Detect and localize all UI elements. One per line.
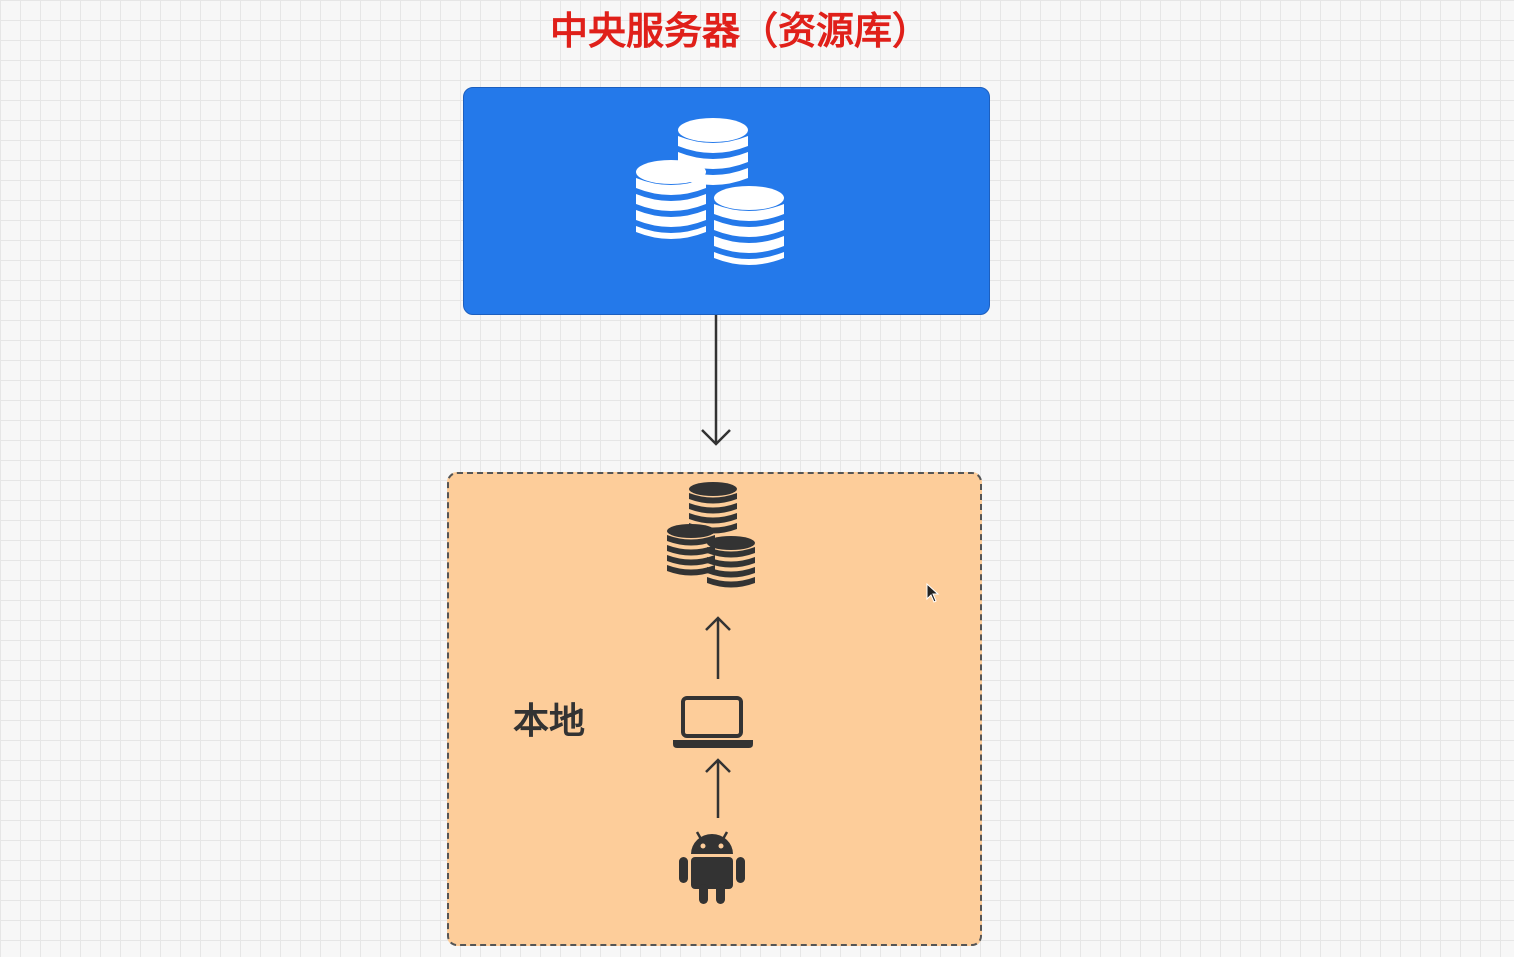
laptop-icon [673,696,753,748]
android-icon [679,831,745,904]
local-box[interactable]: 本地 [447,472,982,946]
mouse-cursor-icon [926,582,940,603]
arrow-android-to-laptop [705,758,731,818]
diagram-title: 中央服务器（资源库） [549,9,930,53]
local-label: 本地 [513,701,586,742]
database-stack-icon [636,118,784,265]
local-database-icon [667,482,755,588]
central-server-box[interactable] [463,87,990,315]
arrow-laptop-to-database [705,616,731,679]
